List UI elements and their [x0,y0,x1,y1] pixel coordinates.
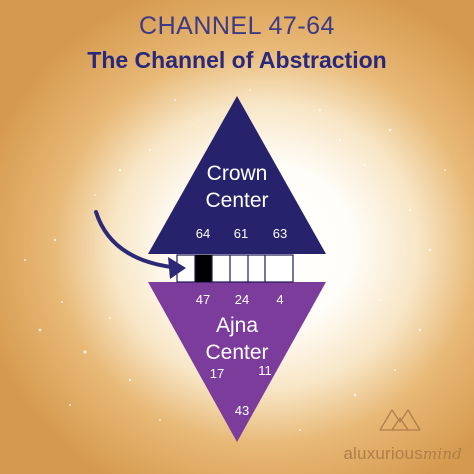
gate-label: 24 [234,292,250,307]
mountain-logo-icon [379,409,421,431]
channel-subtitle: The Channel of Abstraction [87,47,387,73]
brand-name-plain: aluxurious [343,444,423,463]
crown-center-name: Crown Center [167,160,307,214]
channel-title: CHANNEL 47-64 [139,12,335,40]
crown-name-line2: Center [205,189,269,212]
gate-label: 11 [258,363,272,378]
ajna-name-line1: Ajna [215,314,259,337]
brand-name-script: mind [422,445,462,463]
gate-label: 61 [233,226,249,241]
gate-label: 64 [195,226,211,241]
crown-center-shape [148,96,326,254]
gate-label: 63 [272,226,288,241]
gate-label: 4 [276,292,284,307]
ajna-center-shape [148,282,326,442]
ajna-center-name: Ajna Center [167,312,307,366]
crown-name-line1: Crown [206,162,268,185]
gate-label: 17 [209,366,225,381]
channel-connector [176,254,294,283]
active-gate-block [195,255,212,282]
gate-label: 43 [234,403,250,418]
ajna-name-line2: Center [205,341,269,364]
brand-wordmark: aluxuriousmind [343,444,462,464]
curved-arrow-icon [94,210,186,279]
gate-label: 47 [195,292,211,307]
